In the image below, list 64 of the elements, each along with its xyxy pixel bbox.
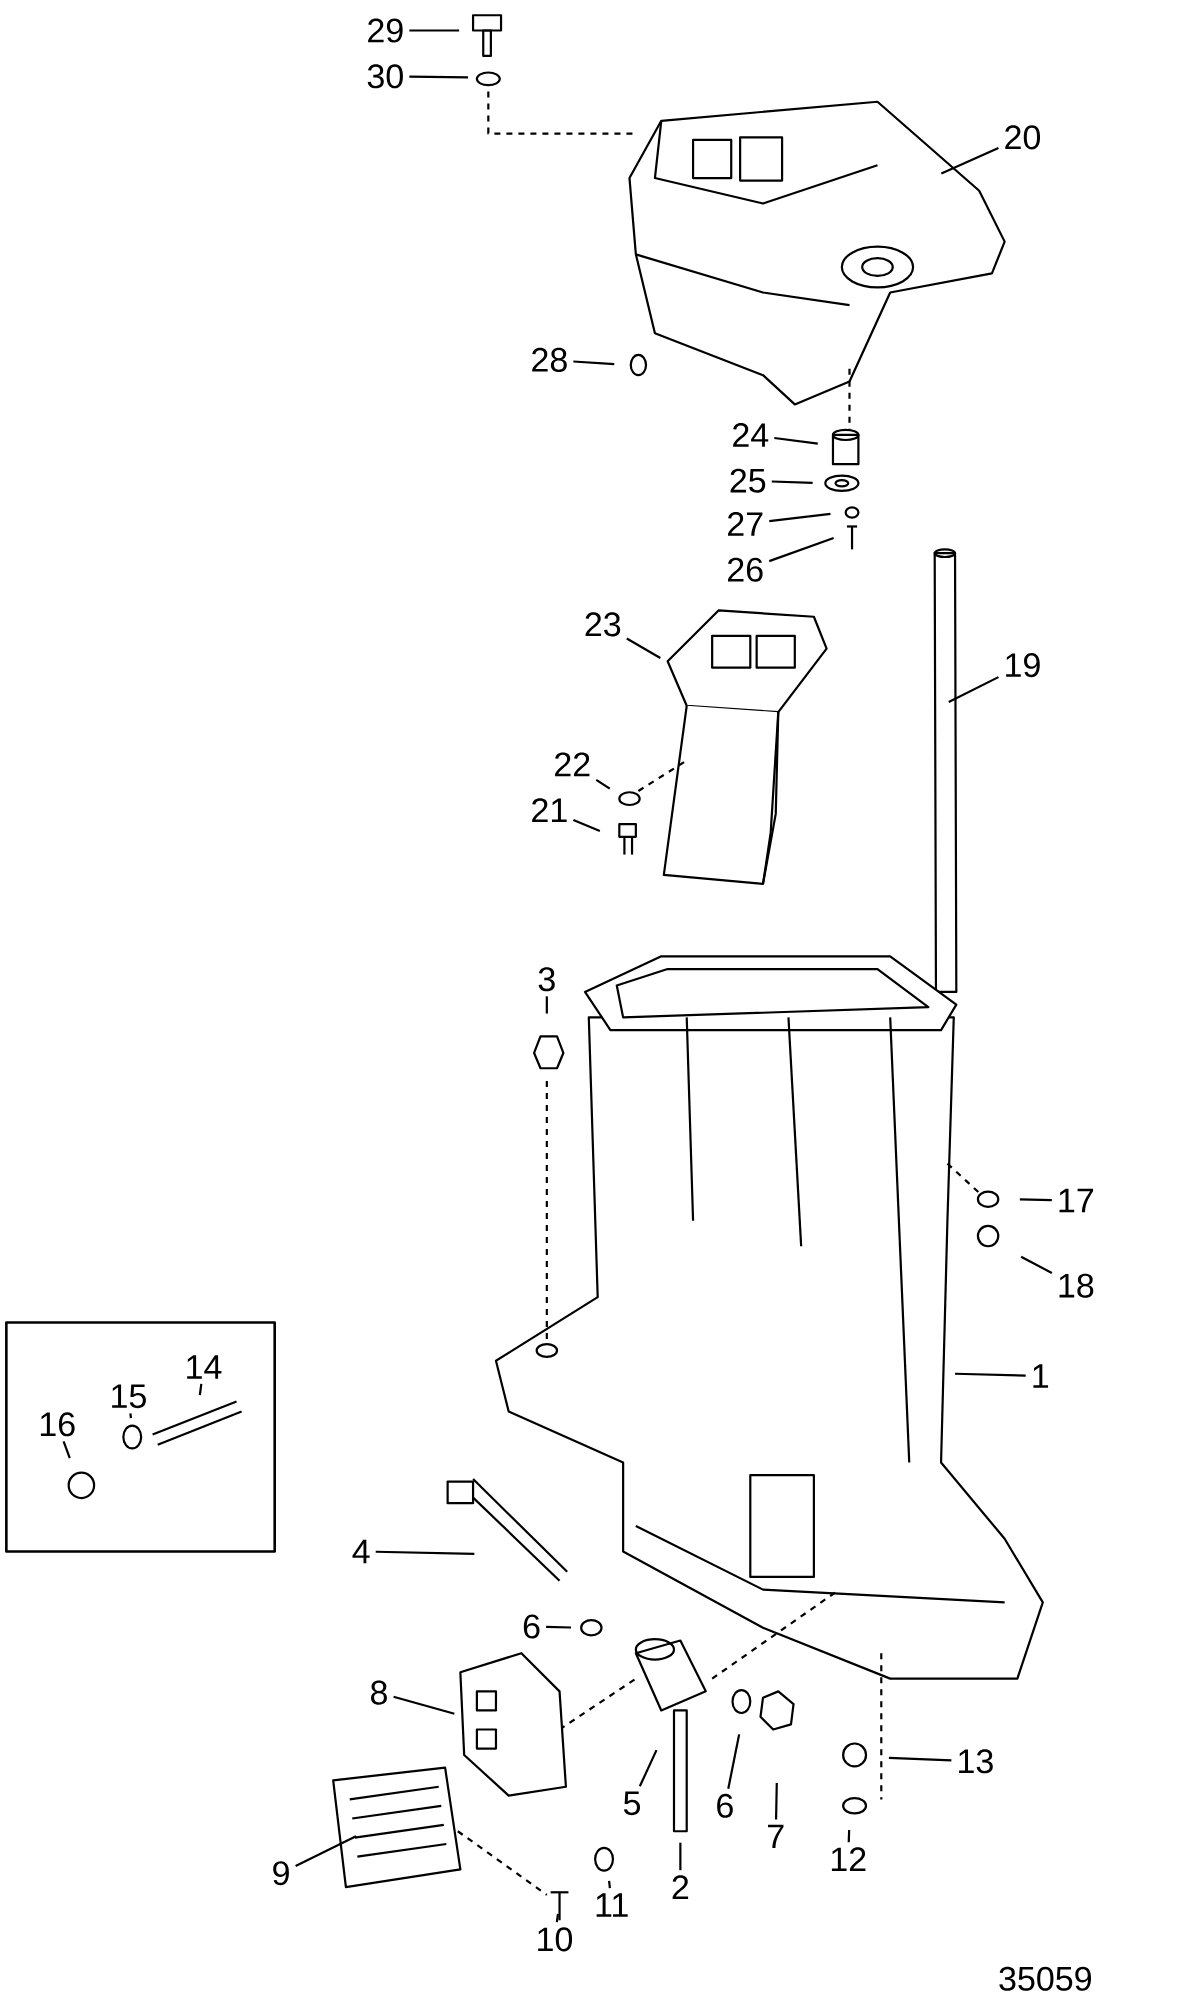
callout-number: 12: [831, 1847, 866, 1872]
callout-number: 16: [40, 1412, 75, 1437]
callout-number: 21: [531, 798, 567, 822]
callout-number: 23: [585, 612, 620, 637]
leader-line: [768, 512, 831, 523]
callout-number: 3: [538, 967, 555, 992]
leader-line: [773, 436, 818, 445]
callout-number: 24: [732, 423, 768, 447]
leader-line: [62, 1441, 71, 1459]
leader-line: [129, 1413, 132, 1419]
leader-line: [294, 1835, 357, 1868]
callout-number: 11: [596, 1893, 628, 1917]
callout-number: 18: [1059, 1273, 1094, 1298]
callout-number: 6: [523, 1614, 540, 1639]
callout-number: 8: [370, 1680, 387, 1705]
leader-line: [1020, 1255, 1053, 1274]
leader-line: [768, 536, 834, 563]
callout-number: 19: [1005, 653, 1040, 678]
leader-line: [888, 1756, 952, 1762]
inset-frame: [4, 1321, 276, 1553]
leader-line: [409, 75, 468, 79]
callout-number: 7: [767, 1824, 784, 1849]
leader-line: [555, 1913, 559, 1923]
leader-line: [375, 1550, 475, 1555]
callout-number: 10: [537, 1927, 572, 1952]
leader-line: [727, 1734, 740, 1789]
callout-number: 2: [672, 1875, 688, 1900]
callout-number: 1: [1033, 1364, 1048, 1388]
callout-number: 28: [531, 347, 567, 372]
leader-line: [607, 1880, 611, 1889]
callout-number: 25: [730, 468, 765, 493]
leader-line: [638, 1749, 658, 1787]
leader-line: [771, 480, 813, 484]
leader-line: [774, 1782, 778, 1820]
callout-number: 17: [1059, 1188, 1093, 1213]
callout-number: 4: [352, 1539, 370, 1564]
leader-line: [573, 360, 615, 366]
leader-line: [572, 819, 601, 833]
callout-number: 13: [958, 1749, 993, 1774]
callout-number: 14: [186, 1355, 222, 1379]
leader-line: [679, 1842, 682, 1871]
leader-line: [940, 147, 999, 175]
callout-number: 29: [367, 18, 403, 43]
callout-number: 20: [1005, 125, 1040, 150]
leader-line: [545, 1625, 571, 1629]
callout-number: 30: [367, 64, 403, 89]
leader-line: [393, 1695, 455, 1715]
callout-number: 9: [272, 1861, 289, 1886]
figure-number: 35059: [999, 1966, 1091, 1991]
leader-line: [1019, 1198, 1052, 1202]
leader-line: [847, 1829, 850, 1843]
callout-number: 5: [623, 1791, 640, 1816]
leader-line: [626, 637, 661, 659]
leader-line: [198, 1383, 203, 1396]
leader-line: [595, 778, 611, 790]
callout-number: 22: [554, 752, 590, 777]
leader-line: [948, 676, 999, 703]
callout-number: 15: [111, 1384, 146, 1409]
leader-line: [545, 996, 548, 1014]
leader-line: [409, 29, 459, 32]
callout-number: 26: [727, 557, 763, 582]
callout-number: 6: [716, 1793, 733, 1818]
callout-number: 27: [727, 512, 763, 536]
leader-line: [954, 1372, 1026, 1377]
